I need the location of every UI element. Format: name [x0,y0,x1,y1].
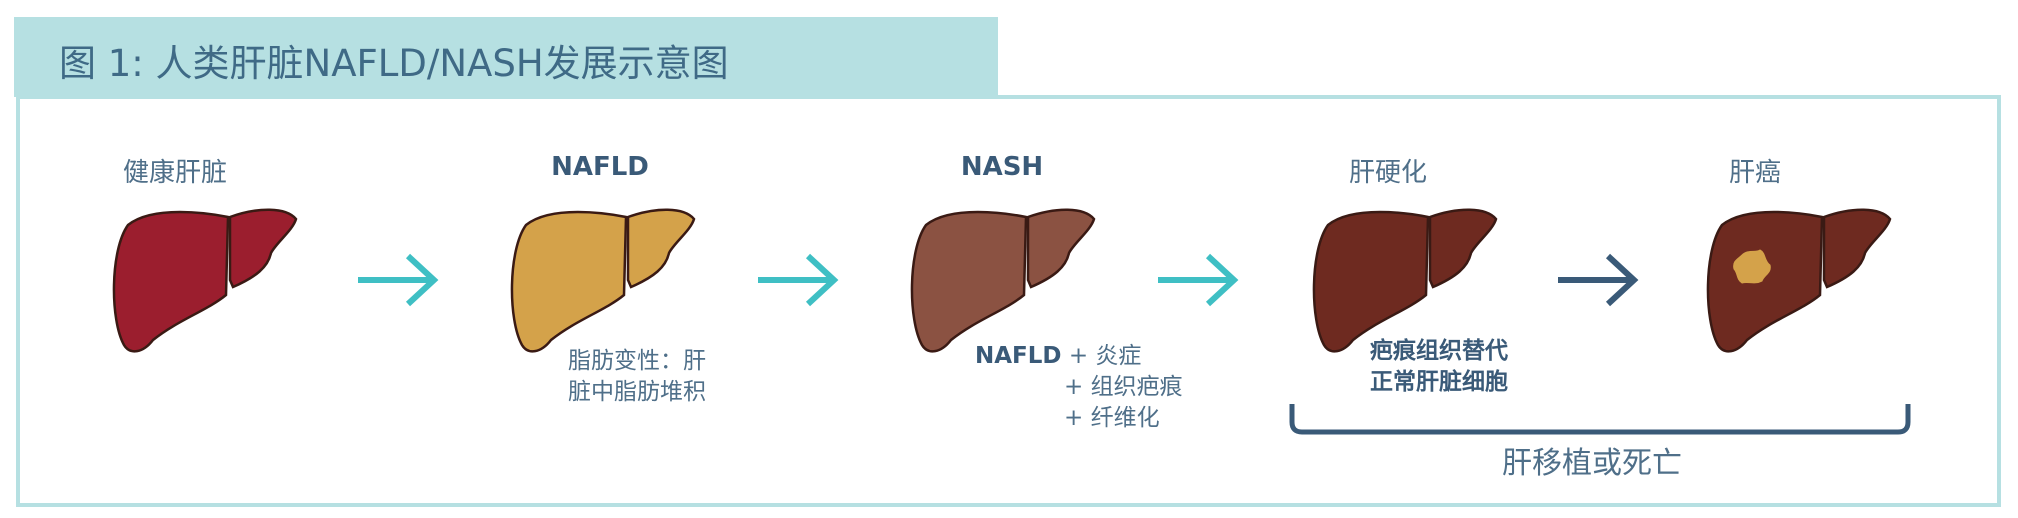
liver-nafld [510,208,696,353]
arrow-3 [1158,253,1239,307]
stage-label-healthy: 健康肝脏 [122,158,228,188]
liver-cirrhosis [1312,208,1498,353]
note-nafld-line2: 脏中脂肪堆积 [568,379,706,405]
arrow-4 [1558,253,1639,307]
stage-label-cancer: 肝癌 [1728,158,1782,188]
note-nash-line1: + 炎症 [1068,343,1142,369]
outcome-label: 肝移植或死亡 [1502,446,1682,481]
figure-title-band: 图 1: 人类肝脏NAFLD/NASH发展示意图 [14,17,998,97]
note-nafld-line1: 脂肪变性：肝 [568,348,706,374]
arrow-1 [358,253,439,307]
tumor-mark [1733,249,1771,284]
outcome-bracket [1289,404,1911,435]
liver-nash [910,208,1096,353]
note-nash-line2: + 组织疤痕 [1064,374,1183,400]
figure-title: 图 1: 人类肝脏NAFLD/NASH发展示意图 [59,42,729,85]
diagram-frame [16,95,2001,507]
note-cirrhosis: 疤痕组织替代 正常肝脏细胞 [1370,336,1508,398]
note-cirrhosis-line2: 正常肝脏细胞 [1370,369,1508,395]
liver-healthy [112,208,298,353]
note-nash: NAFLD + 炎症 [975,341,1141,372]
stage-label-nafld: NAFLD [551,152,649,182]
note-nash-line2-wrap: + 组织疤痕 + 纤维化 [1064,372,1183,434]
liver-cancer [1706,208,1892,353]
stage-label-cirrhosis: 肝硬化 [1348,158,1428,188]
stage-label-nash: NASH [960,152,1044,182]
arrow-2 [758,253,839,307]
note-nash-line3: + 纤维化 [1064,405,1160,431]
note-nash-lead: NAFLD [975,343,1062,369]
note-nafld: 脂肪变性：肝 脏中脂肪堆积 [568,346,706,408]
note-cirrhosis-line1: 疤痕组织替代 [1370,338,1508,364]
